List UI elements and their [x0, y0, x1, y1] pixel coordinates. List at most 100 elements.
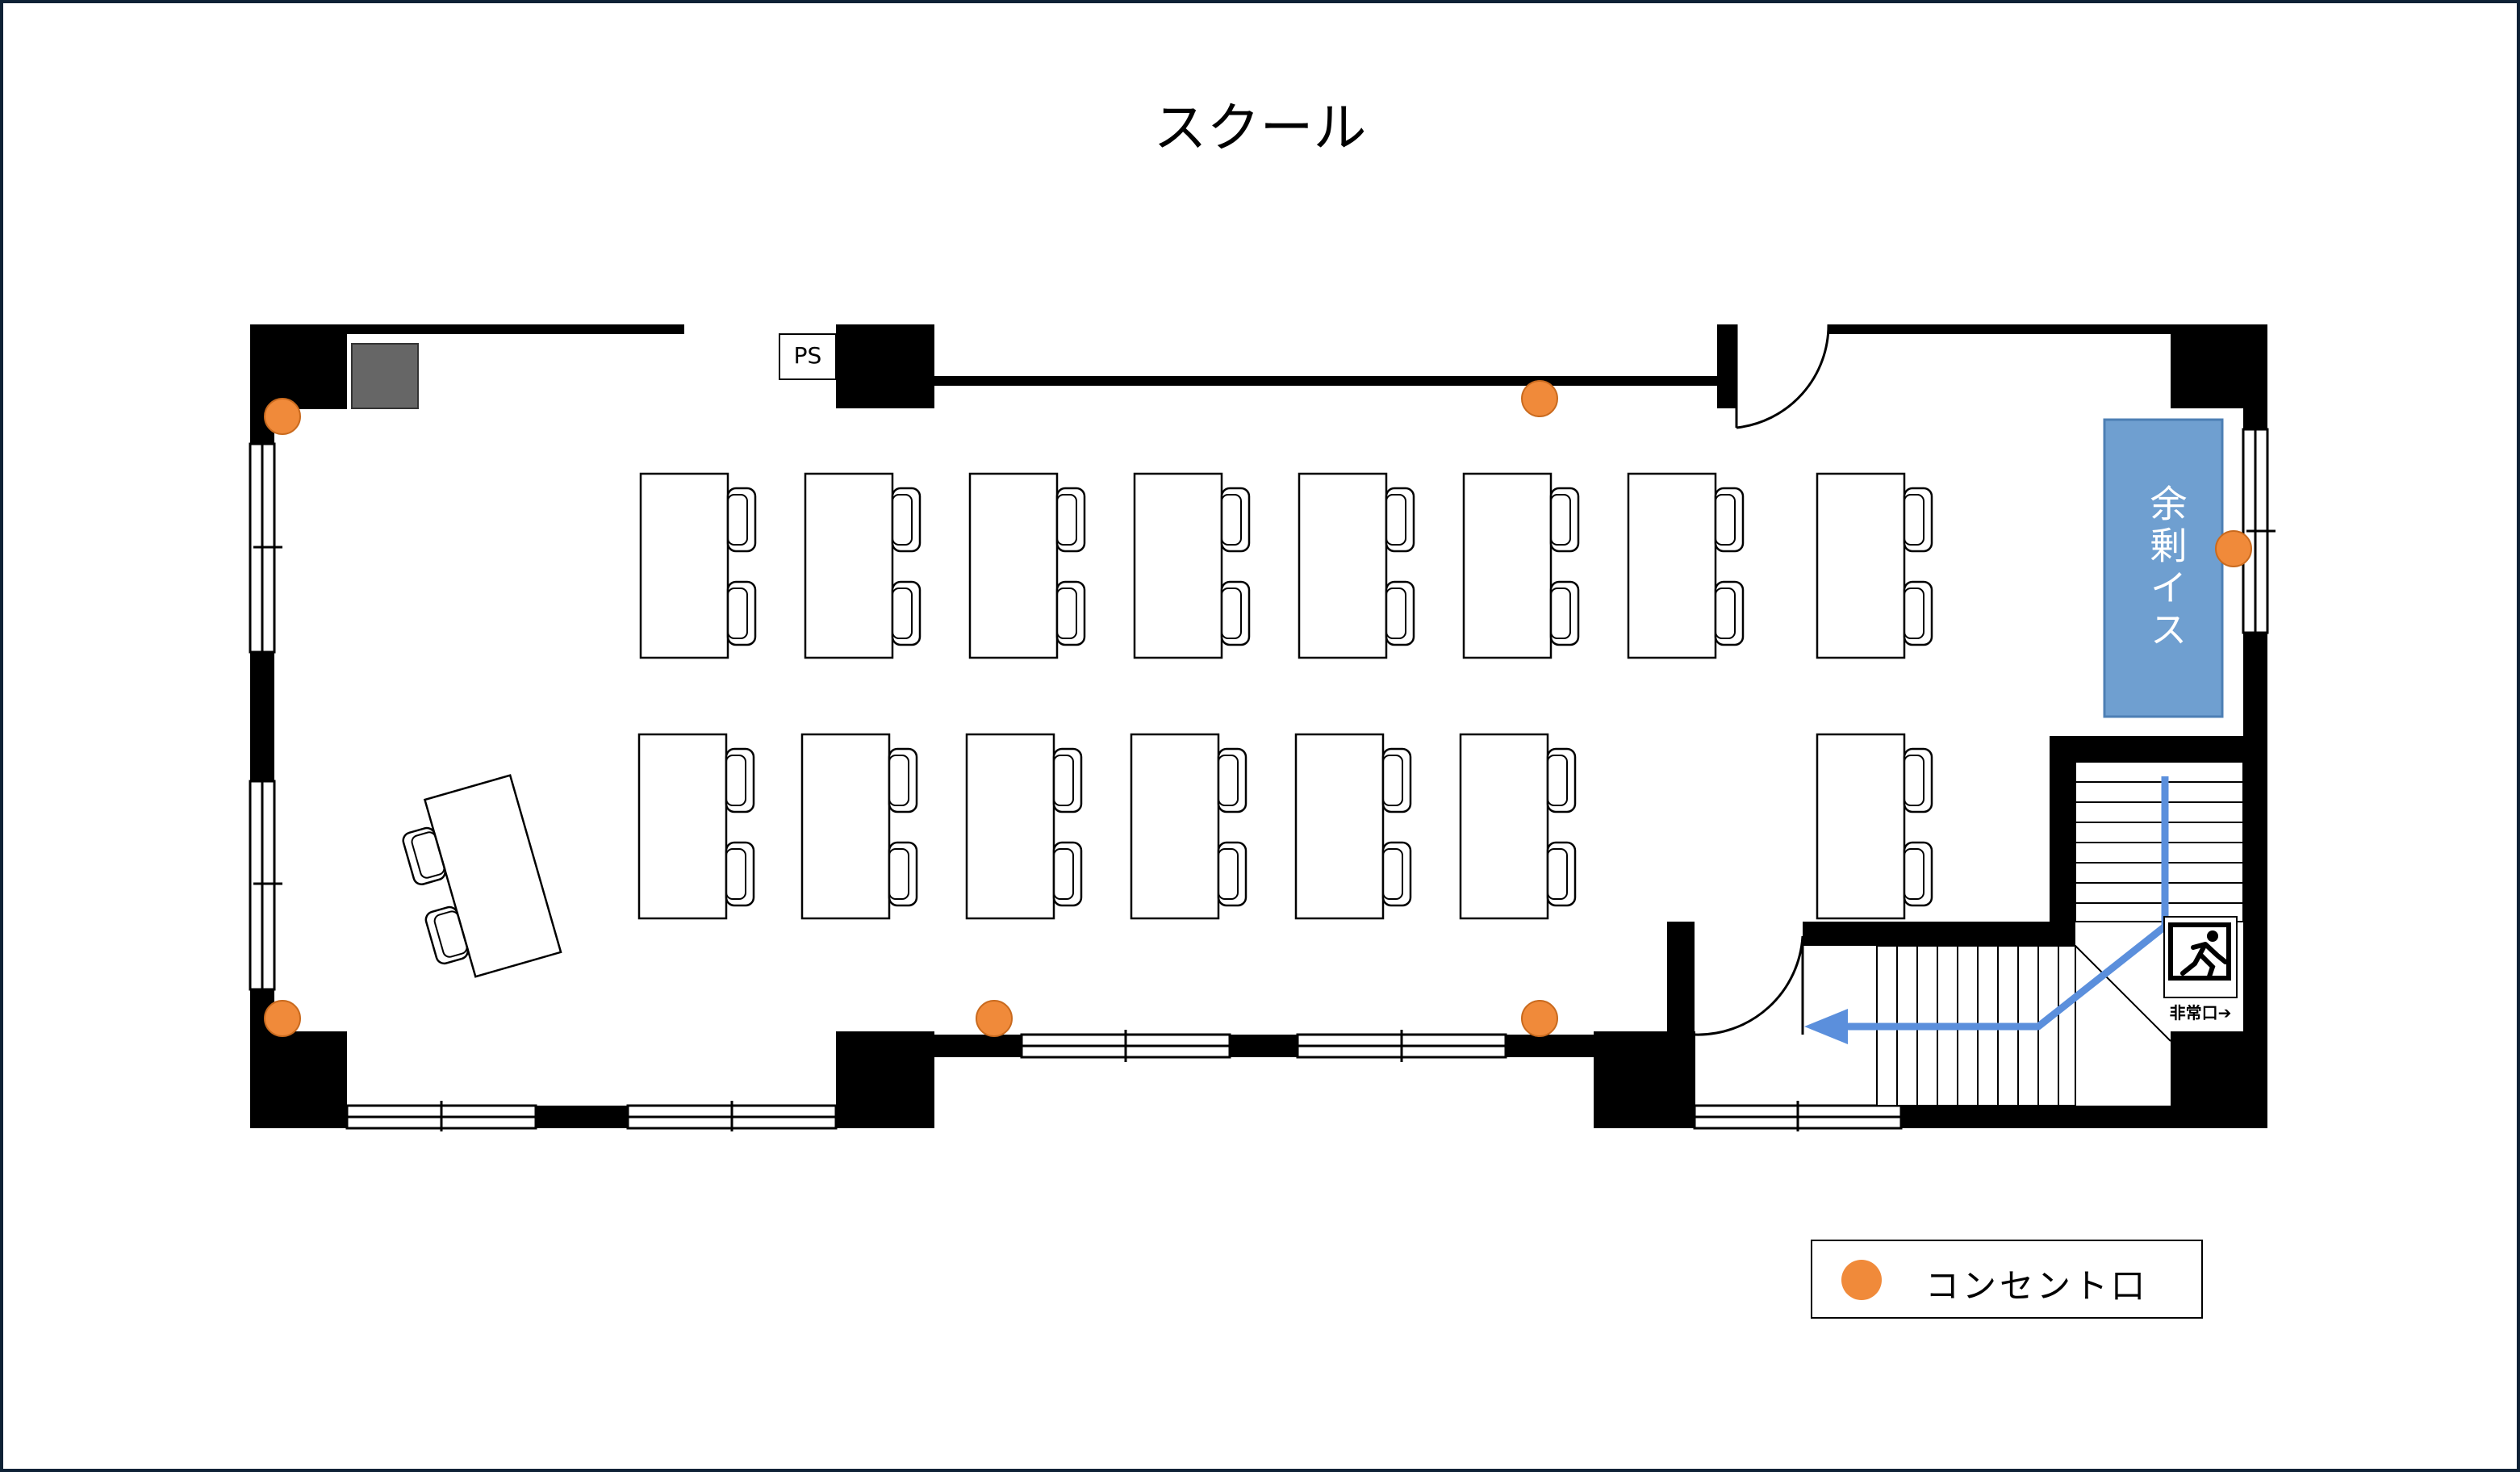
wall-ps-column — [836, 324, 934, 408]
equipment-box — [351, 343, 419, 409]
desk-unit — [1462, 472, 1580, 659]
student-chair-seat — [727, 588, 748, 639]
student-desk — [1459, 733, 1549, 920]
spare-chairs-area — [2103, 418, 2224, 718]
student-chair — [1903, 747, 1933, 813]
student-desk — [1816, 733, 1906, 920]
student-chair — [1055, 580, 1086, 646]
student-chair — [1217, 841, 1247, 907]
desk-unit — [639, 472, 757, 659]
teacher-desk-group — [402, 774, 562, 978]
ps-box — [779, 333, 837, 380]
student-chair-seat — [1547, 755, 1568, 806]
wall-top-left — [250, 324, 684, 334]
student-chair-seat — [1715, 588, 1736, 639]
student-chair-seat — [1904, 848, 1924, 900]
wall-stair-top — [2050, 736, 2267, 762]
student-chair-seat — [1904, 588, 1924, 639]
student-chair — [1903, 841, 1933, 907]
legend: コンセント口 — [1811, 1240, 2203, 1319]
desk-unit — [804, 472, 921, 659]
desk-unit — [637, 733, 755, 920]
student-chair — [1549, 580, 1580, 646]
student-chair-seat — [1382, 848, 1403, 900]
student-chair — [1714, 580, 1745, 646]
wall-bottom-column-right — [1594, 1031, 1695, 1128]
spare-chairs-label: 余剰イス — [2145, 484, 2188, 652]
desk-unit — [1816, 733, 1933, 920]
student-desk — [804, 472, 894, 659]
student-desk — [1133, 472, 1223, 659]
wall-corner-bottom-right — [2171, 1031, 2267, 1128]
student-chair — [1385, 580, 1415, 646]
student-desk — [639, 472, 729, 659]
outlet-dot — [264, 398, 301, 435]
student-chair — [1546, 841, 1577, 907]
student-chair — [725, 841, 755, 907]
student-chair — [725, 747, 755, 813]
teacher-desk — [423, 774, 562, 978]
desk-unit — [1816, 472, 1933, 659]
student-chair — [888, 841, 918, 907]
student-chair — [1220, 580, 1251, 646]
outlet-dot — [1521, 1000, 1558, 1037]
wall-top-window — [934, 376, 1717, 386]
student-chair-seat — [1056, 588, 1077, 639]
student-chair-seat — [1385, 588, 1406, 639]
student-chair-seat — [1056, 494, 1077, 546]
desk-unit — [1298, 472, 1415, 659]
student-chair-seat — [727, 494, 748, 546]
desk-unit — [965, 733, 1083, 920]
desk-unit — [1294, 733, 1412, 920]
desk-unit — [1627, 472, 1745, 659]
student-chair-seat — [1221, 494, 1242, 546]
student-chair-seat — [892, 588, 913, 639]
teacher-chair-seat — [411, 831, 445, 879]
student-desk — [1627, 472, 1717, 659]
desk-unit — [1133, 472, 1251, 659]
desk-unit — [800, 733, 918, 920]
wall-corner-bottom-left — [250, 1031, 347, 1128]
student-chair — [1381, 747, 1412, 813]
student-chair-seat — [888, 755, 909, 806]
student-chair-seat — [1053, 848, 1074, 900]
walls — [250, 324, 2267, 1128]
stair-diagonal — [2075, 945, 2171, 1042]
outlet-dot — [2215, 530, 2252, 567]
wall-partition-door — [1667, 922, 1695, 1035]
emergency-exit-icon: 非常口➔ — [2163, 916, 2238, 1022]
student-chair — [1385, 487, 1415, 553]
student-chair — [1052, 841, 1083, 907]
student-chair — [1549, 487, 1580, 553]
student-desk — [800, 733, 891, 920]
evacuation-arrow — [1804, 776, 2169, 1044]
wall-top-right — [1828, 324, 2267, 334]
student-chair — [1052, 747, 1083, 813]
student-chair-seat — [1904, 755, 1924, 806]
student-chair — [1903, 580, 1933, 646]
student-chair — [891, 580, 921, 646]
student-chair-seat — [1218, 848, 1239, 900]
student-desk — [637, 733, 728, 920]
student-chair-seat — [725, 848, 746, 900]
teacher-chair-seat — [433, 910, 468, 958]
doors — [1694, 324, 1830, 1036]
student-chair — [891, 487, 921, 553]
student-chair — [726, 487, 757, 553]
outlet-dot — [1521, 380, 1558, 417]
student-chair-seat — [1715, 494, 1736, 546]
student-desk — [1130, 733, 1220, 920]
student-chair-seat — [1904, 494, 1924, 546]
page-title: スクール — [1153, 97, 1367, 159]
student-chair — [726, 580, 757, 646]
student-chair-seat — [892, 494, 913, 546]
student-desk — [1294, 733, 1385, 920]
desk-layout — [637, 472, 1933, 920]
desk-unit — [1459, 733, 1577, 920]
student-chair — [1546, 747, 1577, 813]
desk-unit — [968, 472, 1086, 659]
student-chair-seat — [1550, 588, 1571, 639]
ps-label: PS — [794, 342, 822, 369]
